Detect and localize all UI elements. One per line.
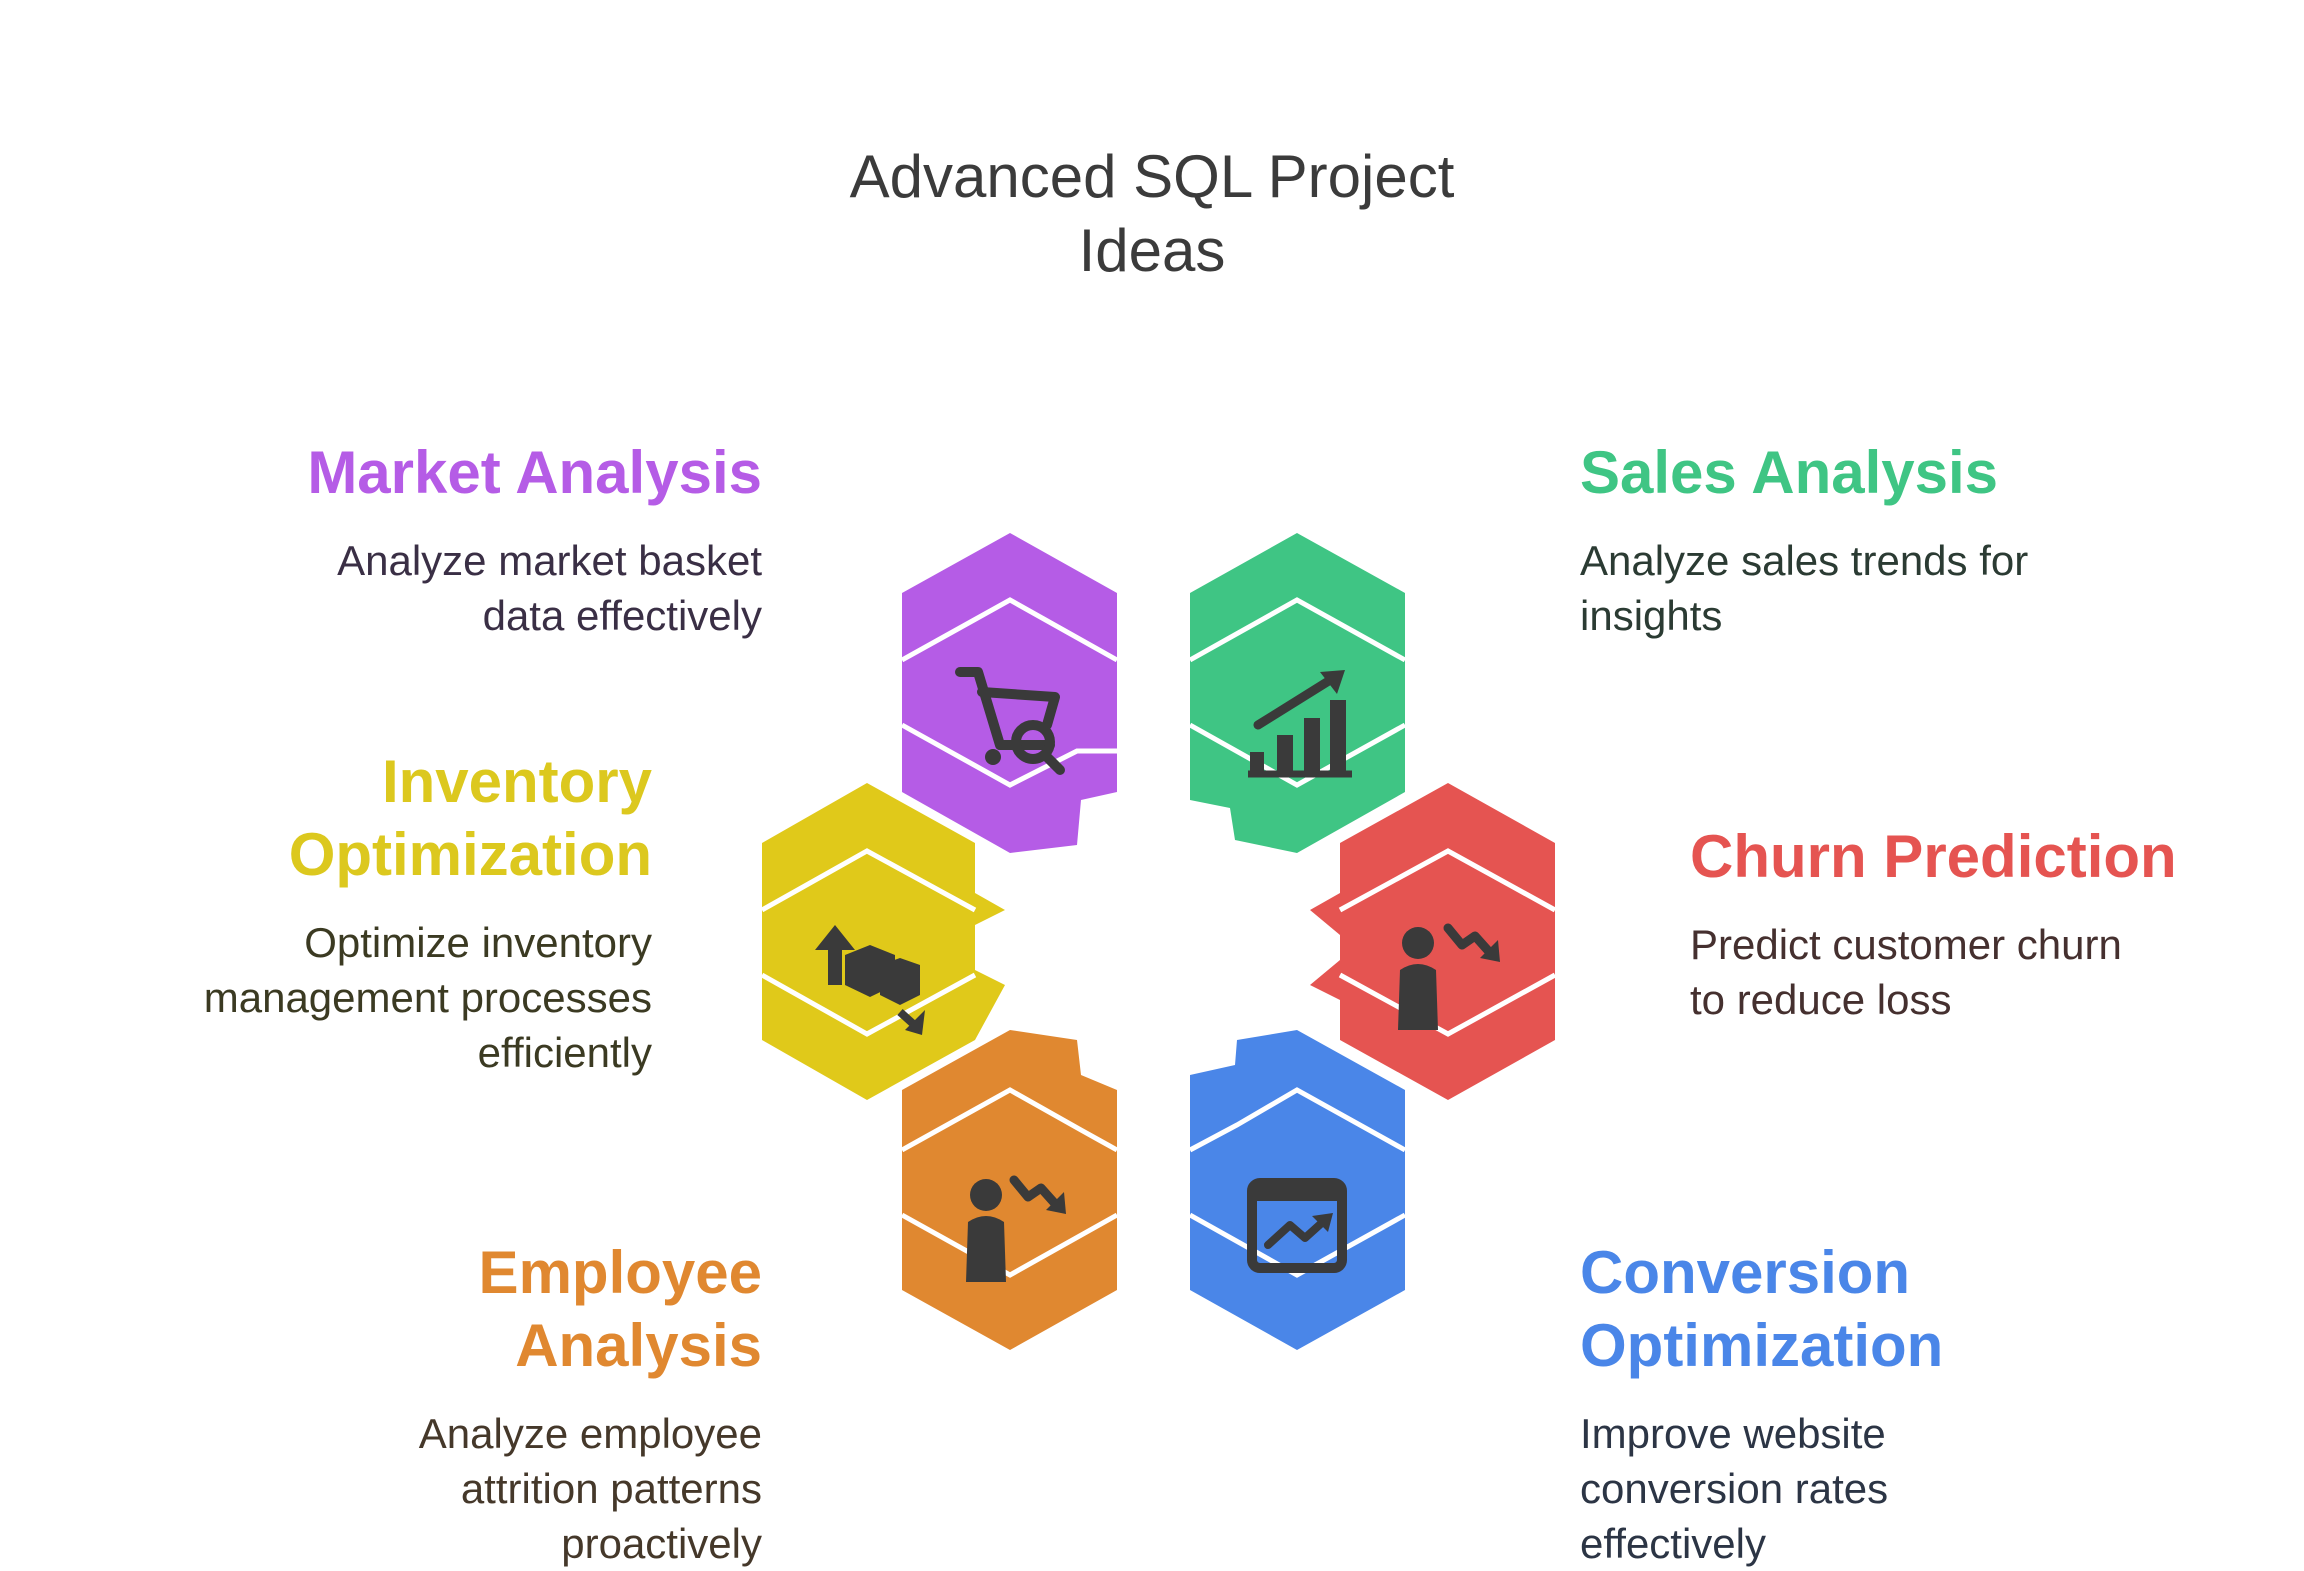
label-employee: Employee Analysis Analyze employee attri… (62, 1236, 762, 1571)
label-market: Market Analysis Analyze market basket da… (62, 436, 762, 643)
label-inventory: Inventory Optimization Optimize inventor… (0, 745, 652, 1080)
hexagon-conversion (1188, 1030, 1407, 1350)
label-churn: Churn Prediction Predict customer churn … (1690, 820, 2304, 1027)
heading-sales: Sales Analysis (1580, 439, 1999, 506)
desc-employee: Analyze employee attrition patterns proa… (418, 1410, 762, 1567)
boxes-arrows-icon (815, 925, 925, 1035)
hexagon-churn (1310, 783, 1557, 1100)
hexagon-sales (1188, 533, 1407, 853)
bar-chart-growth-icon (1248, 670, 1352, 778)
label-conversion: Conversion Optimization Improve website … (1580, 1236, 2280, 1571)
heading-conversion: Conversion Optimization (1580, 1239, 1944, 1379)
employee-downtrend-icon (966, 1175, 1066, 1282)
shopping-cart-search-icon (955, 667, 1065, 775)
heading-employee: Employee Analysis (478, 1239, 762, 1379)
desc-sales: Analyze sales trends for insights (1580, 537, 2029, 639)
heading-inventory: Inventory Optimization (288, 748, 652, 888)
hexagon-market (900, 533, 1119, 853)
person-downtrend-icon (1398, 923, 1500, 1030)
hexagon-employee (900, 1030, 1119, 1350)
diagram-title: Advanced SQL Project Ideas (849, 143, 1455, 284)
heading-market: Market Analysis (307, 439, 762, 506)
browser-chart-icon (1247, 1178, 1347, 1273)
hexagon-inventory (760, 783, 1005, 1100)
heading-churn: Churn Prediction (1690, 823, 2177, 890)
desc-conversion: Improve website conversion rates effecti… (1580, 1410, 1889, 1567)
label-sales: Sales Analysis Analyze sales trends for … (1580, 436, 2280, 643)
desc-churn: Predict customer churn to reduce loss (1690, 921, 2122, 1023)
desc-inventory: Optimize inventory management processes … (203, 919, 652, 1076)
desc-market: Analyze market basket data effectively (337, 537, 762, 639)
